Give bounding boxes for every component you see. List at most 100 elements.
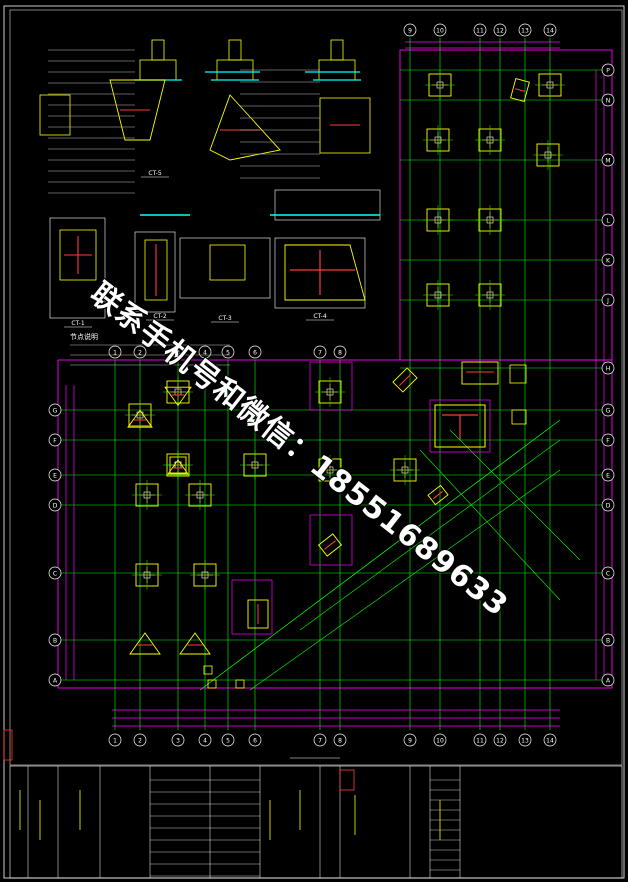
axis-label: 14 xyxy=(546,738,554,745)
rebar-line xyxy=(432,490,444,500)
triangular-footing xyxy=(129,632,161,655)
logo-seal xyxy=(339,769,355,791)
axis-bubble xyxy=(601,63,615,77)
axis-label: 4 xyxy=(203,350,207,357)
axis-label: 10 xyxy=(436,28,444,35)
detail-frame xyxy=(49,217,106,319)
axis-label: A xyxy=(53,678,58,685)
axis-bubble xyxy=(313,345,327,359)
axis-label: M xyxy=(605,158,610,165)
detail-frame xyxy=(134,231,176,313)
grid-line-diagonal xyxy=(299,439,561,631)
rotated-footing xyxy=(510,77,530,103)
axis-label: G xyxy=(53,408,58,415)
axis-bubble xyxy=(601,93,615,107)
axis-bubble xyxy=(48,468,62,482)
axis-label: 2 xyxy=(138,350,142,357)
axis-label: 13 xyxy=(521,738,529,745)
trapezoid-footing-detail xyxy=(109,79,166,141)
axis-bubble xyxy=(248,733,262,747)
axis-bubble xyxy=(133,733,147,747)
axis-label: 11 xyxy=(476,28,484,35)
pedestal-column xyxy=(330,39,344,61)
upper-right-frame xyxy=(399,49,613,361)
axis-label: P xyxy=(606,68,610,75)
axis-label: 8 xyxy=(338,738,342,745)
axis-label: 9 xyxy=(408,28,412,35)
axis-label: B xyxy=(606,638,610,645)
rotated-footing xyxy=(317,533,343,557)
axis-bubble xyxy=(601,213,615,227)
axis-label: N xyxy=(606,98,611,105)
axis-label: E xyxy=(53,473,57,480)
axis-label: G xyxy=(606,408,611,415)
axis-label: 10 xyxy=(436,738,444,745)
trapezoid-footing-detail xyxy=(209,94,281,161)
column-footing xyxy=(511,409,527,425)
axis-bubble xyxy=(248,345,262,359)
axis-bubble xyxy=(48,403,62,417)
rebar-line xyxy=(515,88,525,92)
axis-label: C xyxy=(53,571,57,578)
axis-bubble xyxy=(601,361,615,375)
axis-bubble xyxy=(403,733,417,747)
detail-frame xyxy=(274,189,381,221)
axis-label: D xyxy=(53,503,58,510)
rotated-footing-outline xyxy=(392,367,418,393)
axis-bubble xyxy=(601,633,615,647)
axis-label: 6 xyxy=(253,350,257,357)
axis-label: 5 xyxy=(226,350,230,357)
rotated-footing-outline xyxy=(510,77,530,103)
pedestal-base xyxy=(139,59,177,81)
small-pier xyxy=(203,665,213,675)
inner-border xyxy=(9,9,623,766)
axis-bubble xyxy=(48,498,62,512)
triangular-footing xyxy=(179,632,211,655)
axis-bubble xyxy=(601,403,615,417)
pedestal-column xyxy=(228,39,242,61)
axis-label: J xyxy=(606,298,609,305)
axis-label: B xyxy=(53,638,57,645)
footing-plan-detail xyxy=(209,244,246,281)
axis-bubble xyxy=(473,733,487,747)
footing-plan-detail xyxy=(319,97,371,154)
axis-bubble xyxy=(48,673,62,687)
axis-bubble xyxy=(48,566,62,580)
axis-label: 3 xyxy=(176,350,180,357)
axis-label: 9 xyxy=(408,738,412,745)
axis-label: 3 xyxy=(176,738,180,745)
column-footing xyxy=(247,599,269,629)
footing-plan-detail xyxy=(144,239,168,301)
axis-bubble xyxy=(601,293,615,307)
rotated-footing xyxy=(427,484,449,506)
triangular-footing xyxy=(167,459,189,475)
axis-bubble xyxy=(493,23,507,37)
axis-label: F xyxy=(53,438,57,445)
axis-label: 2 xyxy=(138,738,142,745)
axis-label: D xyxy=(606,503,611,510)
axis-bubble xyxy=(403,23,417,37)
axis-bubble xyxy=(601,673,615,687)
axis-label: 7 xyxy=(318,738,322,745)
axis-label: 5 xyxy=(226,738,230,745)
axis-bubble xyxy=(601,566,615,580)
axis-bubble xyxy=(601,433,615,447)
axis-label: 8 xyxy=(338,350,342,357)
axis-label: 4 xyxy=(203,738,207,745)
axis-bubble xyxy=(198,733,212,747)
small-pier xyxy=(207,679,217,689)
detail-label: CT-4 xyxy=(313,313,326,320)
axis-bubble xyxy=(601,153,615,167)
axis-label: H xyxy=(606,366,611,373)
axis-label: L xyxy=(606,218,610,225)
strip-footing xyxy=(461,361,499,385)
footing-detail-frame xyxy=(309,361,353,411)
rebar-line xyxy=(398,373,412,387)
grid-line-diagonal xyxy=(449,429,581,561)
pedestal-base xyxy=(318,59,356,81)
rebar-line xyxy=(324,540,336,550)
axis-label: 13 xyxy=(521,28,529,35)
detail-label: CT-1 xyxy=(71,320,84,327)
grid-line-diagonal xyxy=(199,419,561,691)
axis-bubble xyxy=(108,733,122,747)
